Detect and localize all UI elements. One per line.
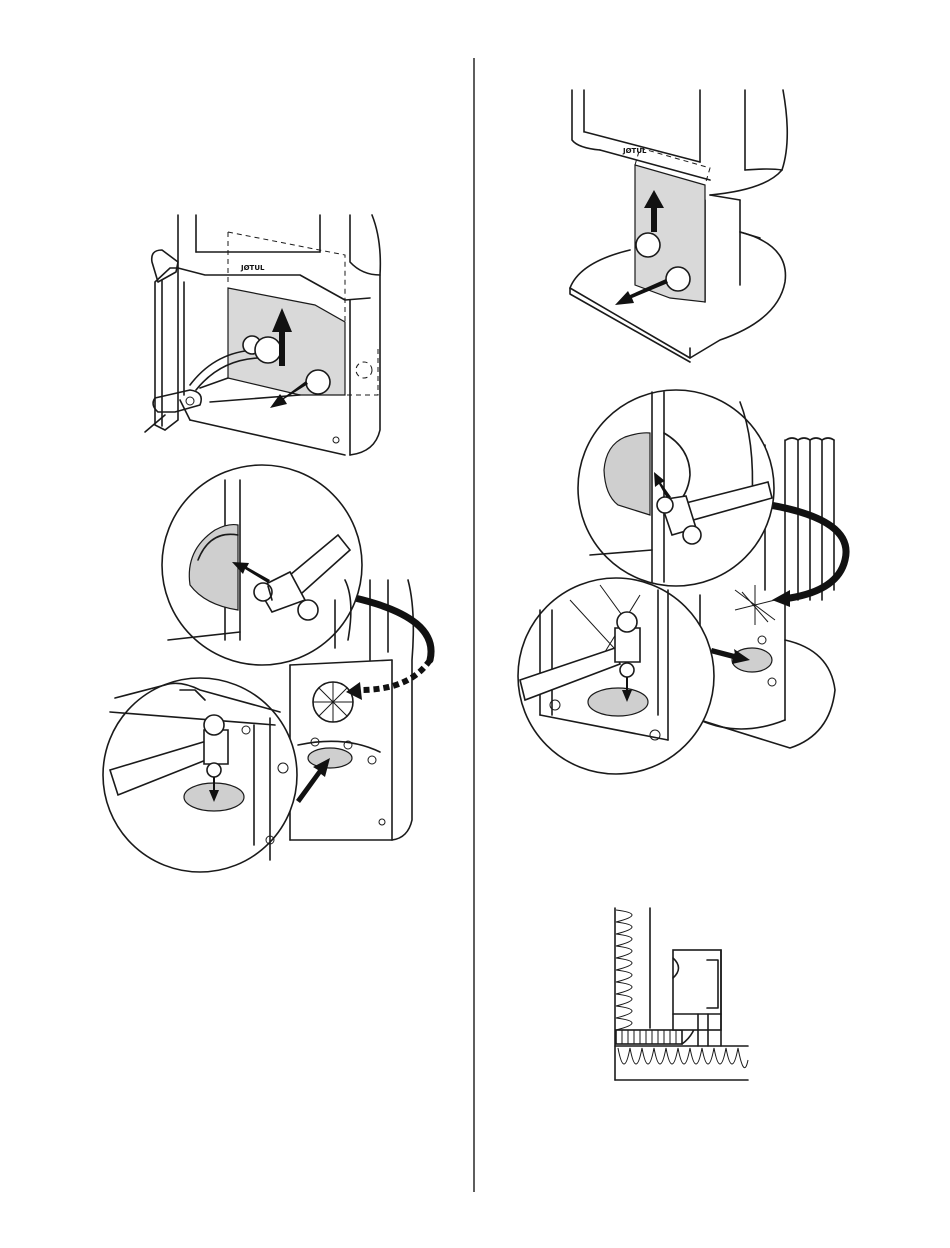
horizontal-duct [616, 1030, 682, 1044]
knockout-star-outline [313, 682, 353, 722]
svg-text:JØTUL: JØTUL [240, 264, 265, 272]
callout-circle-2 [666, 267, 690, 291]
figure-panel-removal-open-door: JØTUL [145, 215, 380, 455]
figure-knockout-hammer-open-door [103, 465, 431, 872]
figure-knockout-hammer-pedestal [518, 390, 846, 774]
zoom-detail-bottom-knockout [518, 578, 714, 774]
svg-text:JØTUL: JØTUL [622, 147, 647, 155]
figure-installation-section-wall-floor [615, 908, 748, 1080]
open-door [155, 268, 178, 430]
curved-connector-arrow [355, 598, 431, 660]
figure-panel-removal-pedestal: JØTUL [570, 90, 787, 362]
brand-logo: JØTUL [240, 264, 265, 272]
zoom-detail-bottom-knockout [103, 678, 297, 872]
callout-circle-1 [636, 233, 660, 257]
zoom-detail-side-knockout [162, 465, 362, 665]
callout-circle-1 [255, 337, 281, 363]
knockout-star-outline [735, 585, 775, 625]
floor-insulation [615, 1046, 748, 1080]
zoom-detail-side-knockout [578, 390, 774, 586]
wall-insulation [615, 908, 650, 1080]
callout-circle-2 [306, 370, 330, 394]
bottom-knockout-oval [588, 688, 648, 716]
